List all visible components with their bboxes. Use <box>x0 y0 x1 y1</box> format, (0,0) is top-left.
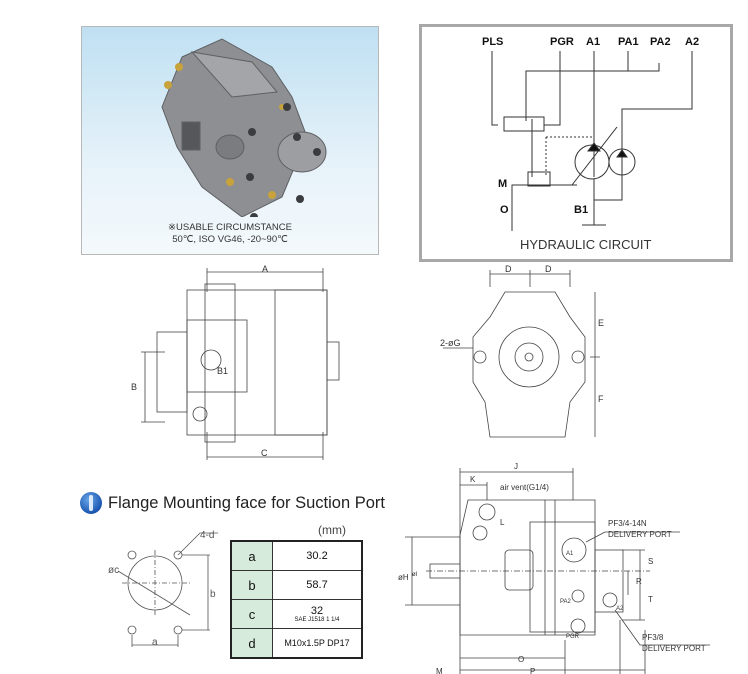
port-label-m: M <box>498 178 507 190</box>
holes-2g-label: 2-øG <box>440 338 461 348</box>
dia-c-label: øc <box>108 565 119 576</box>
port-pgr-label: PGR <box>566 634 580 640</box>
port-label-pa1: PA1 <box>618 36 639 48</box>
port-label-o: O <box>500 204 509 216</box>
section-bullet-icon <box>80 492 102 514</box>
spec-key: d <box>230 628 273 659</box>
flange-face-diagram: 4-d øc b a <box>108 530 218 648</box>
spec-value: M10x1.5P DP17 <box>272 628 363 659</box>
dim-k-label: K <box>470 475 476 484</box>
dim-l-label: L <box>500 518 505 527</box>
dim-b-label: b <box>210 589 216 600</box>
dim-i-label: øI <box>412 572 418 578</box>
dim-r-label: R <box>636 577 642 586</box>
spec-key: c <box>230 599 273 629</box>
spec-value: 30.2 <box>272 540 363 571</box>
port-label-b1: B1 <box>574 204 588 216</box>
caption-title: ※USABLE CIRCUMSTANCE <box>168 222 292 233</box>
front-view-drawing: D D E F 2-øG <box>440 264 604 438</box>
dim-c-label: C <box>261 448 268 458</box>
dim-m-label: M <box>436 667 443 674</box>
top-view-drawing: J K air vent(G1/4) PF3/4-14N DELIVERY PO… <box>398 462 710 674</box>
port-b1-label: B1 <box>217 366 228 376</box>
spec-key: b <box>230 570 273 600</box>
dim-o-label: O <box>518 655 524 664</box>
spec-value: 32 <box>310 604 324 617</box>
holes-4d-label: 4-d <box>200 530 214 541</box>
delivery-port1-label: DELIVERY PORT <box>608 530 672 539</box>
flange-section-header: Flange Mounting face for Suction Port <box>80 492 385 514</box>
dim-p-label: P <box>530 667 535 674</box>
port-label-pgr: PGR <box>550 36 574 48</box>
side-view-drawing: A B B1 C <box>131 264 340 460</box>
dim-t-label: T <box>648 595 653 604</box>
dim-d1-label: D <box>505 264 512 274</box>
dim-b-label: B <box>131 382 137 392</box>
pump-render-image <box>161 38 327 221</box>
spec-note: SAE J1518 1 1/4 <box>294 616 340 623</box>
circuit-title: HYDRAULIC CIRCUIT <box>520 237 652 252</box>
spec-value: 58.7 <box>272 570 363 600</box>
dim-f-label: F <box>598 394 604 404</box>
port-label-pls: PLS <box>482 36 503 48</box>
unit-label: (mm) <box>318 523 346 537</box>
product-photo-panel: ※USABLE CIRCUMSTANCE 50℃, ISO VG46, -20~… <box>81 26 379 255</box>
dim-s-label: S <box>648 557 653 566</box>
port-a1-label: A1 <box>566 551 574 557</box>
flange-section-title: Flange Mounting face for Suction Port <box>108 493 385 512</box>
caption-conditions: 50℃, ISO VG46, -20~90℃ <box>172 234 288 245</box>
port-pa2-label: PA2 <box>560 599 572 605</box>
dim-e-label: E <box>598 318 604 328</box>
hydraulic-circuit-diagram: PLS PGR A1 PA1 PA2 A2 M O B1 HYDRAULIC C… <box>482 36 699 252</box>
delivery-port2-label: DELIVERY PORT <box>642 644 706 653</box>
spec-key: a <box>230 540 273 571</box>
air-vent-label: air vent(G1/4) <box>500 483 549 492</box>
delivery-port1-spec: PF3/4-14N <box>608 519 647 528</box>
delivery-port2-spec: PF3/8 <box>642 633 664 642</box>
port-label-a1: A1 <box>586 36 600 48</box>
dim-a-label: A <box>262 264 268 274</box>
port-label-a2: A2 <box>685 36 699 48</box>
dim-h-label: øH <box>398 573 409 582</box>
port-label-pa2: PA2 <box>650 36 671 48</box>
usage-conditions-caption: ※USABLE CIRCUMSTANCE 50℃, ISO VG46, -20~… <box>82 222 378 246</box>
dim-a-label: a <box>152 637 158 648</box>
dim-d2-label: D <box>545 264 552 274</box>
port-a2-label: A2 <box>616 606 624 612</box>
hydraulic-circuit-panel: PLS PGR A1 PA1 PA2 A2 M O B1 HYDRAULIC C… <box>419 24 733 262</box>
dim-j-label: J <box>514 462 518 471</box>
